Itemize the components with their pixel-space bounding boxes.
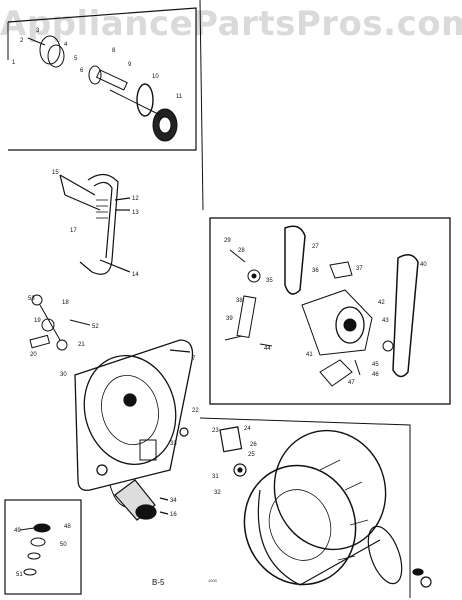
idler-belt	[284, 225, 306, 295]
motor-body	[301, 289, 373, 356]
part-label: 6	[80, 68, 84, 74]
drive-belt	[392, 254, 419, 378]
part-label: 2	[20, 38, 24, 44]
bulkhead-opening	[83, 354, 177, 466]
part-label: 7	[192, 356, 196, 362]
washer	[420, 576, 432, 588]
part-label: 45	[372, 362, 379, 368]
knob	[31, 294, 43, 306]
exhaust-duct	[79, 173, 119, 275]
part-label: 5	[74, 56, 78, 62]
sensor-housing	[114, 479, 169, 521]
part-label: 4	[64, 42, 68, 48]
part-label: 34	[170, 498, 177, 504]
part-label: 25	[248, 452, 255, 458]
front-bulkhead	[74, 339, 194, 508]
part-label: 33	[170, 441, 177, 447]
part-label: 14	[132, 272, 139, 278]
part-label: 51	[16, 572, 23, 578]
part-label: 36	[312, 268, 319, 274]
part-label: 40	[420, 262, 427, 268]
part-label: 9	[128, 62, 132, 68]
part-label: 29	[224, 238, 231, 244]
part-label: 21	[78, 342, 85, 348]
part-label: 32	[214, 490, 221, 496]
exhaust-duct-assembly	[59, 173, 131, 275]
part-label: 19	[34, 318, 41, 324]
drum-front	[243, 464, 357, 586]
part-label: 13	[132, 210, 139, 216]
motor-pulley	[382, 340, 394, 352]
part-label: 3	[36, 28, 40, 34]
part-label: 46	[372, 372, 379, 378]
part-label: 23	[212, 428, 219, 434]
bulkhead-panel	[74, 339, 194, 491]
drum-roller	[233, 463, 247, 477]
inset-top-left	[7, 7, 197, 151]
drum-side	[257, 489, 381, 586]
part-label: 31	[212, 474, 219, 480]
part-label: 38	[236, 298, 243, 304]
part-label: 28	[238, 248, 245, 254]
part-label: 27	[312, 244, 319, 250]
part-label: 48	[64, 524, 71, 530]
motor-mount	[319, 359, 353, 387]
part-label: 20	[30, 352, 37, 358]
part-label: 47	[348, 380, 355, 386]
pulley-disc	[136, 83, 154, 117]
idler-bracket	[236, 295, 257, 339]
part-label: 17	[70, 228, 77, 234]
small-hardware	[29, 294, 91, 351]
part-label: 18	[62, 300, 69, 306]
bearing	[88, 65, 102, 85]
part-label: 41	[306, 352, 313, 358]
part-label: 12	[132, 196, 139, 202]
part-label: 42	[378, 300, 385, 306]
part-label: 50	[60, 542, 67, 548]
drum-assembly	[179, 417, 432, 598]
drum-rear	[273, 429, 387, 551]
part-label: 10	[152, 74, 159, 80]
part-label: 44	[264, 346, 271, 352]
part-label: 24	[244, 426, 251, 432]
part-label: 53	[28, 296, 35, 302]
seal-ring	[39, 35, 61, 65]
part-label: 30	[60, 372, 67, 378]
part-label: 8	[112, 48, 116, 54]
rear-bearing-bracket	[219, 426, 243, 453]
part-label: 26	[250, 442, 257, 448]
part-label: 49	[14, 528, 21, 534]
part-label: 37	[356, 266, 363, 272]
drum-seal	[367, 525, 403, 585]
part-label: 43	[382, 318, 389, 324]
divider-line	[199, 0, 204, 211]
part-label: 11	[176, 94, 183, 100]
part-label: 1	[12, 60, 16, 66]
part-label: 35	[266, 278, 273, 284]
part-label: 52	[92, 324, 99, 330]
part-label: 15	[52, 170, 59, 176]
part-label: 39	[226, 316, 233, 322]
part-number-labels: 1 2 3 4 5 6 8 9 10 11 15 17 12 13 14 53 …	[12, 28, 427, 578]
gasket	[47, 44, 65, 68]
bracket	[139, 439, 157, 461]
footnote: 1000	[208, 578, 218, 583]
inset-bottom-left	[4, 499, 82, 595]
page-label: B-5	[152, 578, 165, 587]
part-label: 22	[192, 408, 199, 414]
part-label: 16	[170, 512, 177, 518]
switch-part	[41, 318, 55, 332]
inset-motor	[209, 217, 451, 405]
shaft	[95, 69, 128, 91]
